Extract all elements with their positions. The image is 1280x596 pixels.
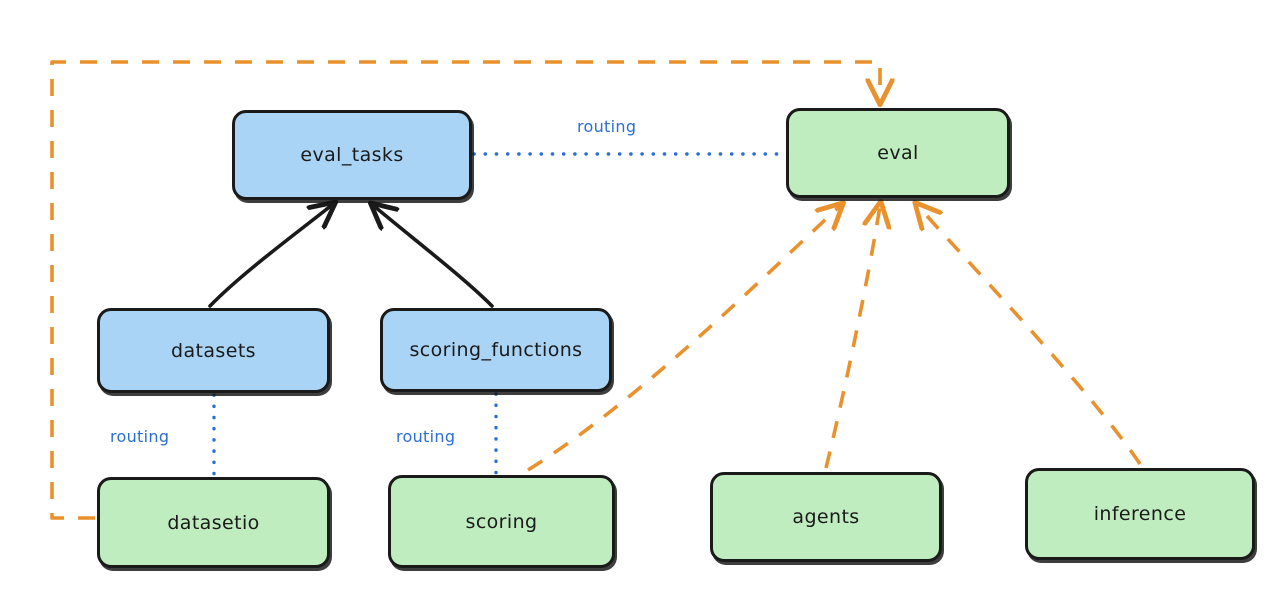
- node-datasetio[interactable]: datasetio: [97, 477, 330, 568]
- node-agents-label: agents: [792, 506, 860, 528]
- node-datasets[interactable]: datasets: [97, 308, 330, 393]
- edge-label-routing-eval-tasks-eval: routing: [577, 117, 637, 136]
- node-scoring-label: scoring: [465, 510, 538, 533]
- node-eval-label: eval: [877, 142, 919, 164]
- edge-agents-to-eval: [824, 206, 880, 469]
- node-eval-tasks-label: eval_tasks: [300, 144, 404, 166]
- edge-label-routing-scoring-functions-scoring: routing: [396, 427, 456, 446]
- edge-inference-to-eval: [918, 206, 1142, 466]
- node-scoring[interactable]: scoring: [388, 475, 615, 568]
- edge-scoring_functions-to-eval_tasks: [374, 206, 494, 308]
- edge-datasets-to-eval_tasks: [208, 205, 332, 308]
- edge-label-routing-datasets-datasetio: routing: [110, 427, 170, 446]
- node-datasets-label: datasets: [171, 339, 256, 362]
- node-eval[interactable]: eval: [786, 108, 1010, 198]
- node-scoring-functions[interactable]: scoring_functions: [380, 308, 612, 392]
- node-agents[interactable]: agents: [710, 472, 942, 562]
- node-datasetio-label: datasetio: [167, 511, 260, 534]
- node-scoring-functions-label: scoring_functions: [409, 339, 583, 361]
- edge-datasetio-to-eval: [50, 60, 880, 520]
- node-inference-label: inference: [1093, 503, 1187, 525]
- node-eval-tasks[interactable]: eval_tasks: [232, 110, 472, 200]
- node-inference[interactable]: inference: [1025, 468, 1255, 560]
